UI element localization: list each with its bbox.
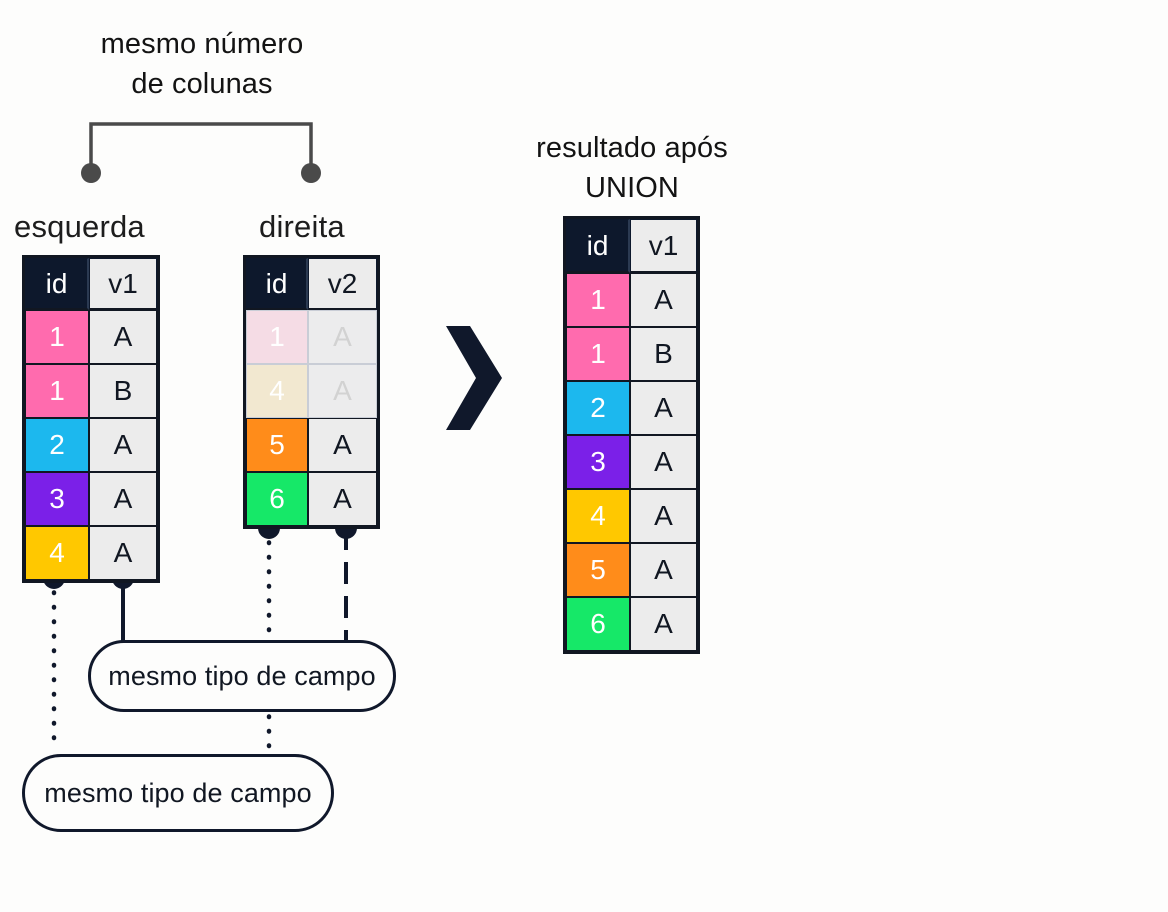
cell-id: 1: [566, 273, 630, 327]
cell-value: A: [630, 273, 697, 327]
cell-id: 5: [566, 543, 630, 597]
column-header-v1: v1: [630, 219, 697, 273]
cell-id: 2: [566, 381, 630, 435]
cell-id: 6: [246, 472, 308, 526]
arrow-right-icon: [440, 318, 510, 438]
callout-id-type-label: mesmo tipo de campo: [44, 777, 312, 808]
cell-value: A: [308, 418, 377, 472]
cell-value: A: [89, 472, 157, 526]
column-header-v2: v2: [308, 258, 377, 310]
cell-value: A: [308, 364, 377, 418]
same-columns-title: mesmo número de colunas: [100, 28, 304, 101]
right-table-title: direita: [259, 209, 345, 244]
callout-value-type: mesmo tipo de campo: [88, 640, 396, 712]
cell-value: A: [630, 381, 697, 435]
cell-value: A: [89, 310, 157, 364]
cell-id: 1: [25, 310, 89, 364]
column-header-id: id: [566, 219, 630, 273]
cell-value: A: [89, 418, 157, 472]
cell-value: B: [89, 364, 157, 418]
cell-value: B: [630, 327, 697, 381]
column-header-id: id: [25, 258, 89, 310]
cell-id: 5: [246, 418, 308, 472]
cell-value: A: [630, 543, 697, 597]
cell-id: 3: [566, 435, 630, 489]
cell-value: A: [630, 435, 697, 489]
cell-id: 1: [566, 327, 630, 381]
left-table-title: esquerda: [14, 209, 145, 244]
cell-id: 1: [246, 310, 308, 364]
cell-id: 4: [25, 526, 89, 580]
same-columns-bracket: [81, 122, 321, 183]
cell-id: 4: [566, 489, 630, 543]
cell-value: A: [308, 310, 377, 364]
result-title: resultado após UNION: [536, 132, 728, 205]
cell-id: 2: [25, 418, 89, 472]
column-header-id: id: [246, 258, 308, 310]
cell-value: A: [89, 526, 157, 580]
cell-value: A: [630, 597, 697, 651]
cell-id: 6: [566, 597, 630, 651]
callout-value-type-label: mesmo tipo de campo: [108, 660, 376, 691]
column-header-v1: v1: [89, 258, 157, 310]
cell-id: 4: [246, 364, 308, 418]
cell-value: A: [308, 472, 377, 526]
cell-id: 1: [25, 364, 89, 418]
callout-id-type: mesmo tipo de campo: [22, 754, 334, 832]
cell-value: A: [630, 489, 697, 543]
cell-id: 3: [25, 472, 89, 526]
